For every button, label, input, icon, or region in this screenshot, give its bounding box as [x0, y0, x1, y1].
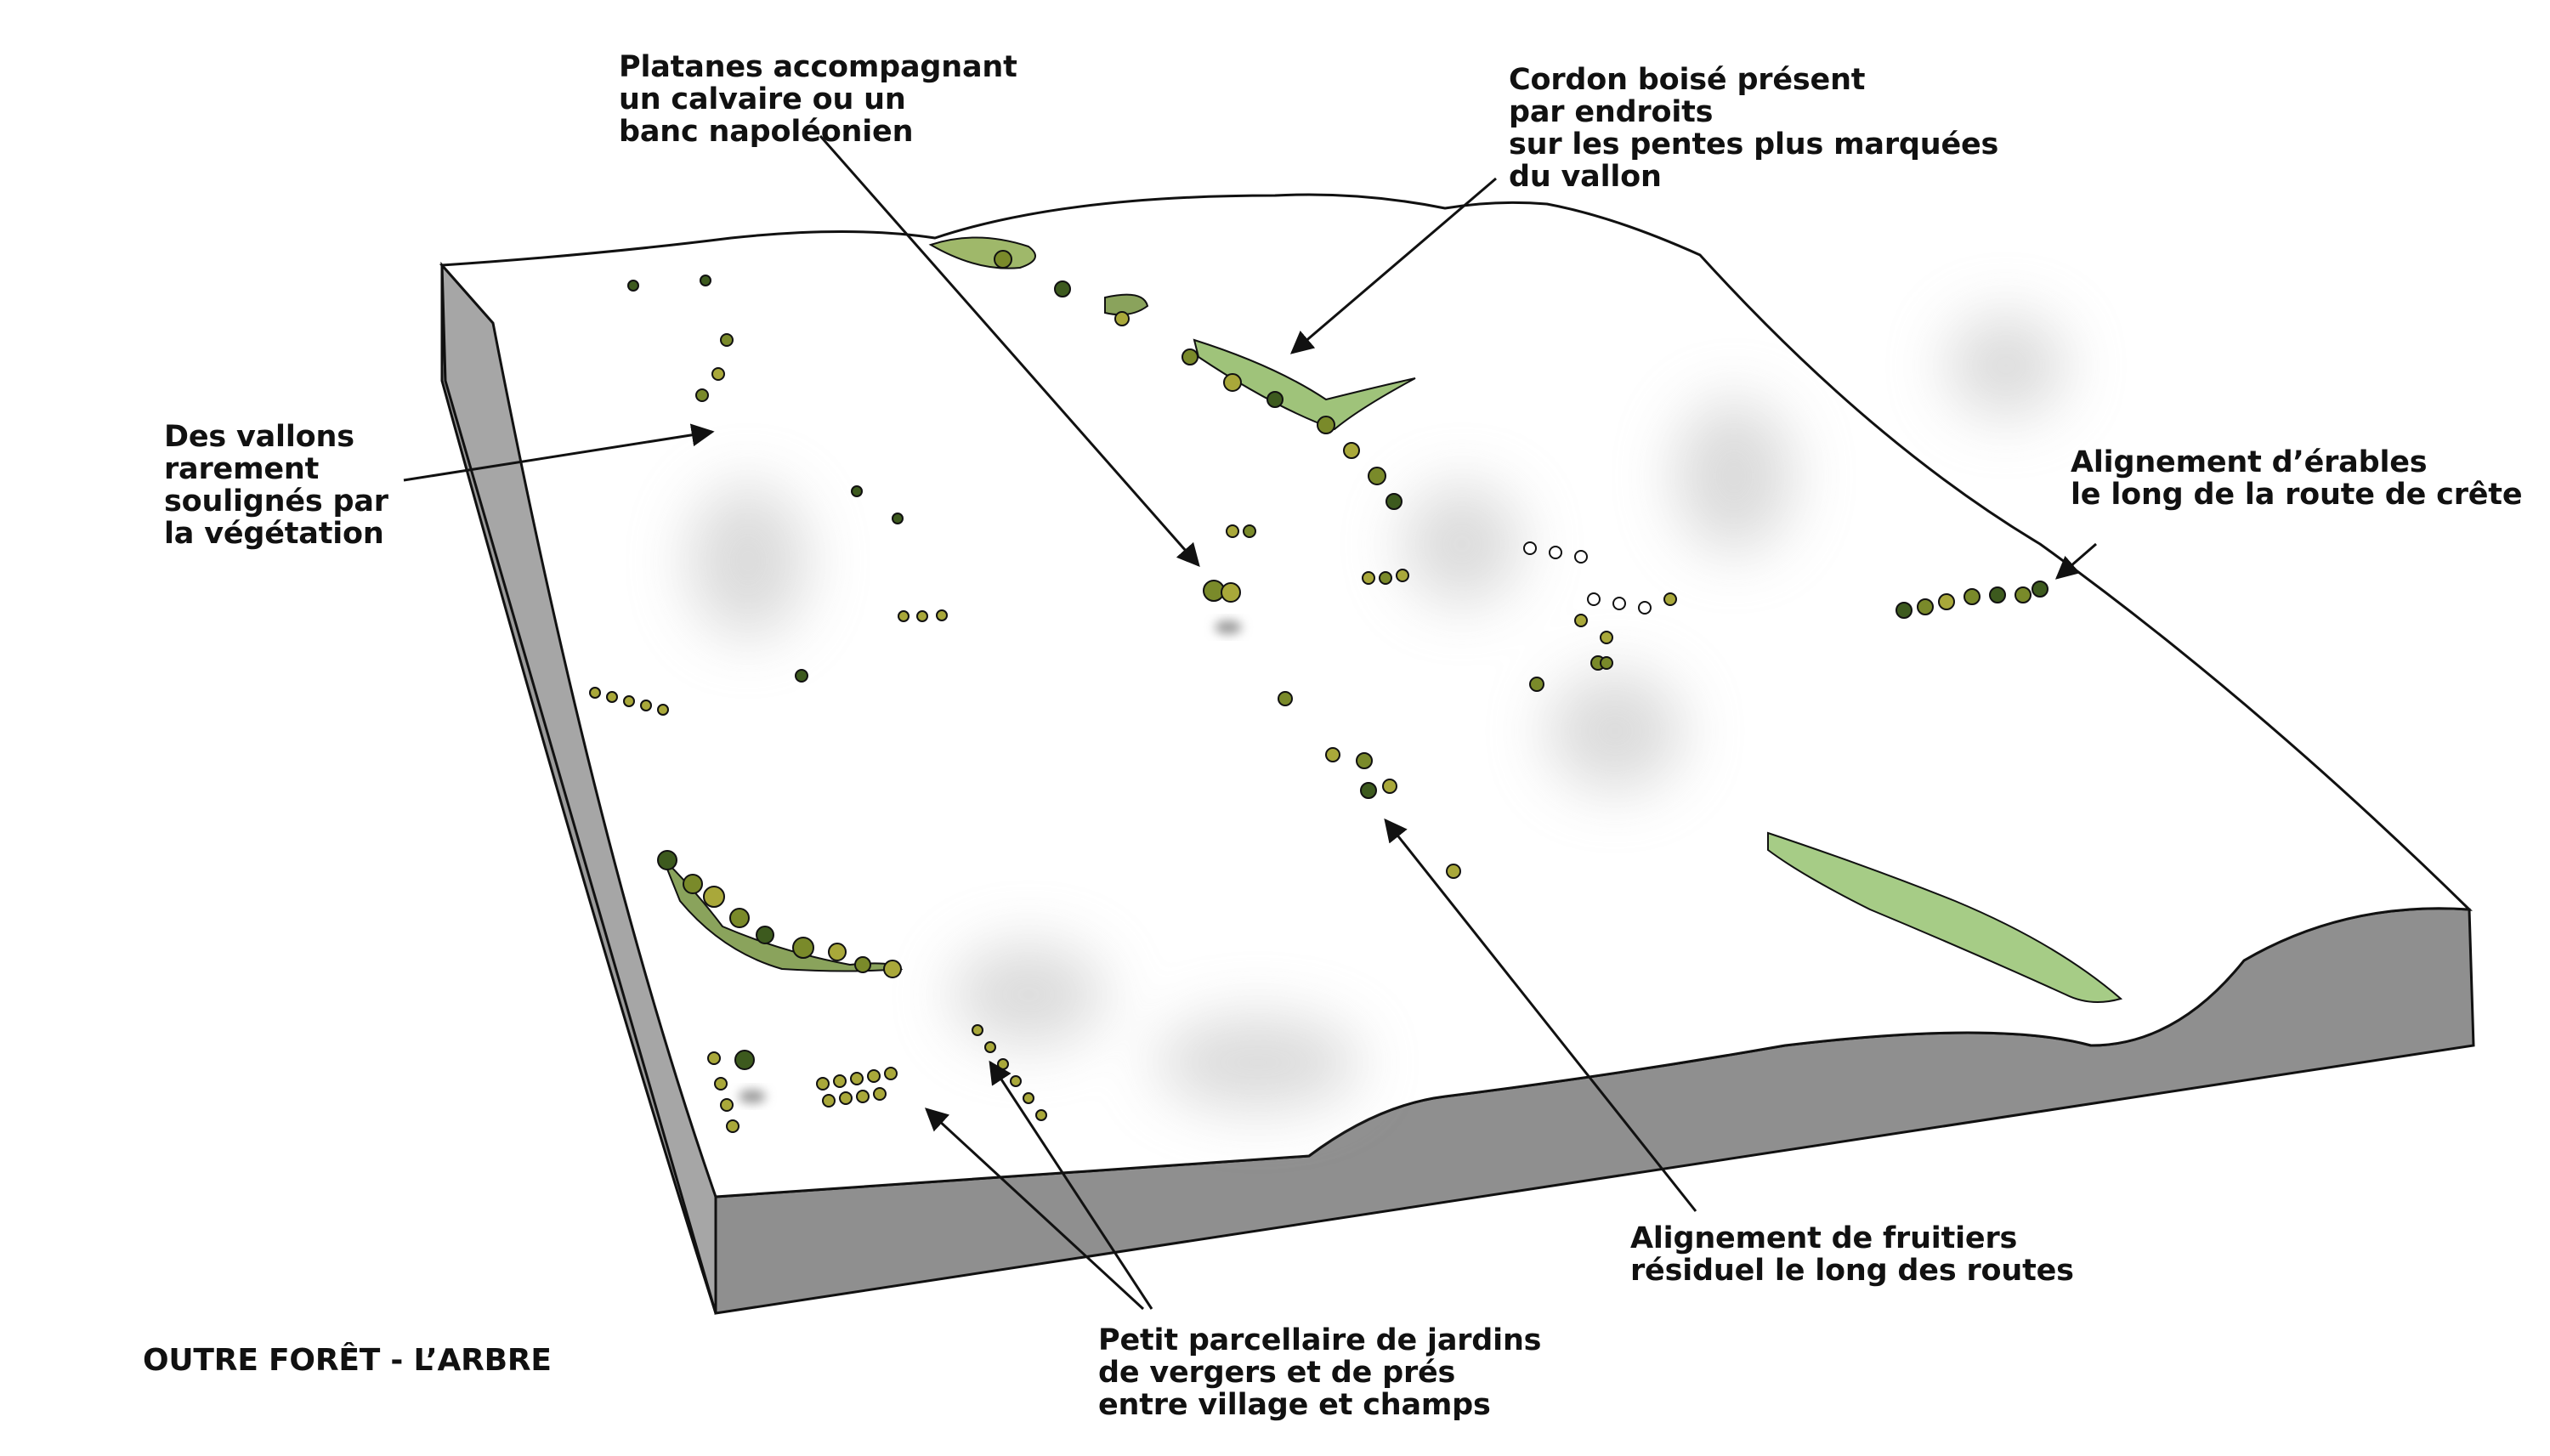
annotation-line: Alignement d’érables	[2071, 445, 2428, 479]
wooded-strips	[662, 236, 2123, 1003]
annotation-cordon: Cordon boisé présent par endroits sur le…	[1509, 64, 1998, 193]
annotation-line: Cordon boisé présent	[1509, 63, 1866, 97]
annotation-line: rarement	[164, 452, 320, 486]
arrow-erables	[2054, 542, 2097, 580]
annotation-line: résiduel le long des routes	[1630, 1254, 2074, 1288]
annotation-line: par endroits	[1509, 95, 1714, 129]
arrow-fruitiers	[1384, 818, 1697, 1212]
arrow-parcellaire-2	[989, 1060, 1153, 1310]
annotation-erables: Alignement d’érables le long de la route…	[2071, 445, 2523, 512]
annotation-line: sur les pentes plus marquées	[1509, 127, 1999, 161]
annotation-line: un calvaire ou un	[619, 82, 906, 116]
annotation-vallons: Des vallons rarement soulignés par la vé…	[164, 421, 388, 550]
annotation-line: de vergers et de prés	[1098, 1356, 1456, 1390]
annotation-line: le long de la route de crête	[2071, 478, 2523, 512]
annotation-line: du vallon	[1509, 160, 1662, 194]
annotation-arrows	[403, 135, 2097, 1311]
arrow-cordon	[1289, 177, 1497, 354]
annotation-line: soulignés par	[164, 484, 388, 518]
arrow-parcellaire-1	[925, 1108, 1145, 1311]
annotation-line: Platanes accompagnant	[619, 50, 1017, 84]
annotation-line: banc napoléonien	[619, 115, 914, 149]
annotation-platanes: Platanes accompagnant un calvaire ou un …	[619, 51, 1017, 148]
arrow-vallons	[403, 423, 715, 482]
diagram-title: OUTRE FORÊT - L’ARBRE	[143, 1343, 552, 1378]
annotation-line: Petit parcellaire de jardins	[1098, 1323, 1542, 1357]
arrow-platanes	[819, 135, 1200, 568]
annotation-line: Alignement de fruitiers	[1630, 1221, 2018, 1255]
wood-strip-mid	[1104, 293, 1149, 316]
annotation-line: Des vallons	[164, 420, 354, 454]
valley-shading	[688, 314, 2066, 1109]
trees	[589, 250, 2048, 1133]
annotation-line: la végétation	[164, 517, 384, 551]
annotation-line: entre village et champs	[1098, 1388, 1491, 1422]
annotation-parcellaire: Petit parcellaire de jardins de vergers …	[1098, 1323, 1542, 1422]
wood-strip-right	[1767, 831, 2123, 1003]
annotation-fruitiers: Alignement de fruitiers résiduel le long…	[1630, 1222, 2074, 1287]
